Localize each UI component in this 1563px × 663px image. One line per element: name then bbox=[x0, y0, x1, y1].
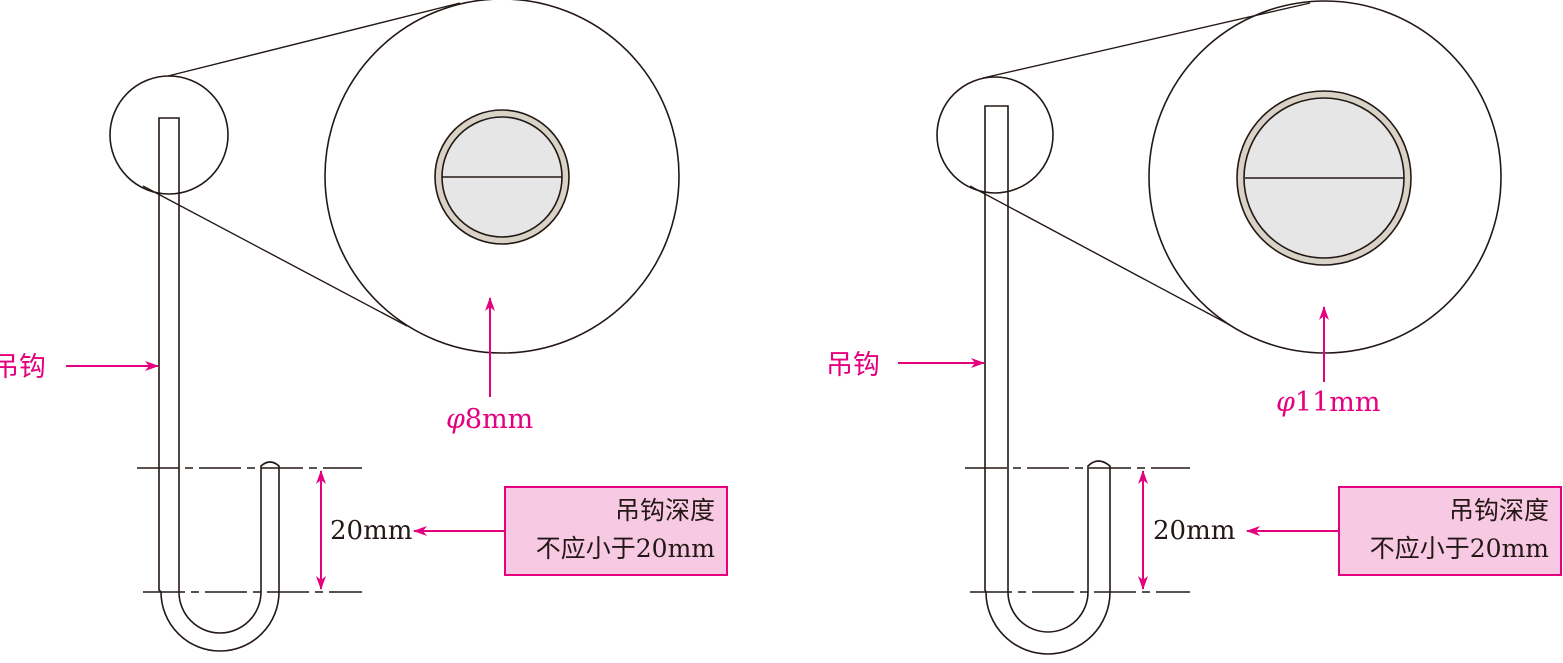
panel-right: 吊钩 φ11mm 20mm 吊钩深度 不应小于20mm bbox=[826, 0, 1562, 655]
magnified-view-circle bbox=[324, 0, 680, 354]
magnifier-tangent-bottom bbox=[969, 185, 1231, 326]
hook-label: 吊钩 bbox=[826, 350, 880, 381]
note-line-2: 不应小于20mm bbox=[536, 534, 716, 563]
note-line-1: 吊钩深度 bbox=[1449, 496, 1549, 525]
diameter-label: φ11mm bbox=[1276, 387, 1380, 418]
bolt-head bbox=[434, 109, 570, 245]
note-line-1: 吊钩深度 bbox=[615, 496, 715, 525]
depth-value: 20mm bbox=[1153, 516, 1235, 546]
detail-circle bbox=[936, 76, 1054, 194]
hook-body bbox=[984, 105, 1111, 655]
note-line-2: 不应小于20mm bbox=[1370, 534, 1550, 563]
hook-label: 吊钩 bbox=[0, 352, 46, 383]
hook-body bbox=[158, 117, 280, 652]
panel-left: 吊钩 φ8mm 20mm 吊钩深度 不应小于20mm bbox=[0, 0, 728, 652]
diameter-symbol: φ bbox=[1276, 387, 1295, 418]
diameter-value: 8mm bbox=[465, 404, 533, 435]
magnifier-tangent-top bbox=[982, 2, 1311, 79]
magnifier-tangent-top bbox=[167, 2, 461, 77]
diameter-symbol: φ bbox=[446, 404, 465, 435]
bolt-head bbox=[1236, 90, 1412, 266]
diameter-label: φ8mm bbox=[446, 404, 533, 435]
detail-circle bbox=[109, 75, 229, 195]
magnifier-tangent-bottom bbox=[142, 185, 408, 327]
note-box bbox=[504, 486, 728, 576]
depth-value: 20mm bbox=[330, 516, 412, 546]
note-box bbox=[1338, 486, 1562, 576]
diameter-value: 11mm bbox=[1295, 387, 1381, 418]
